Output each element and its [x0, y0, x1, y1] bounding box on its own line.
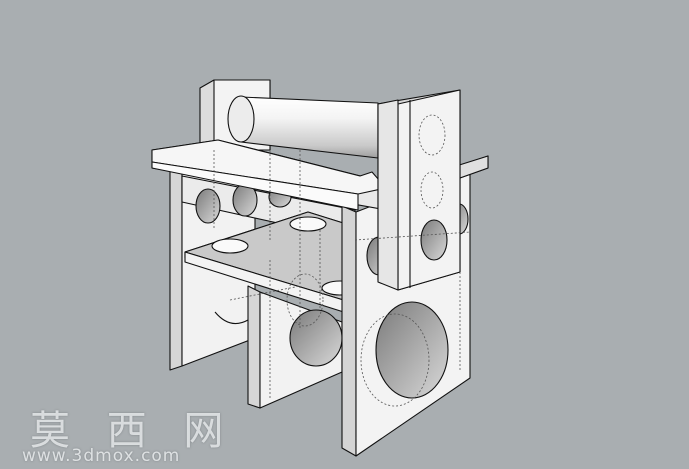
center-lower-panel	[247, 285, 343, 409]
watermark-brand: 莫 西 网	[30, 408, 236, 454]
right-upright-post	[377, 89, 461, 291]
watermark-url: www.3dmox.com	[22, 446, 181, 466]
middle-shelf	[184, 211, 373, 315]
hidden-edges	[213, 114, 471, 407]
left-lower-arch	[214, 311, 249, 325]
cylinder-shaft	[227, 95, 379, 159]
